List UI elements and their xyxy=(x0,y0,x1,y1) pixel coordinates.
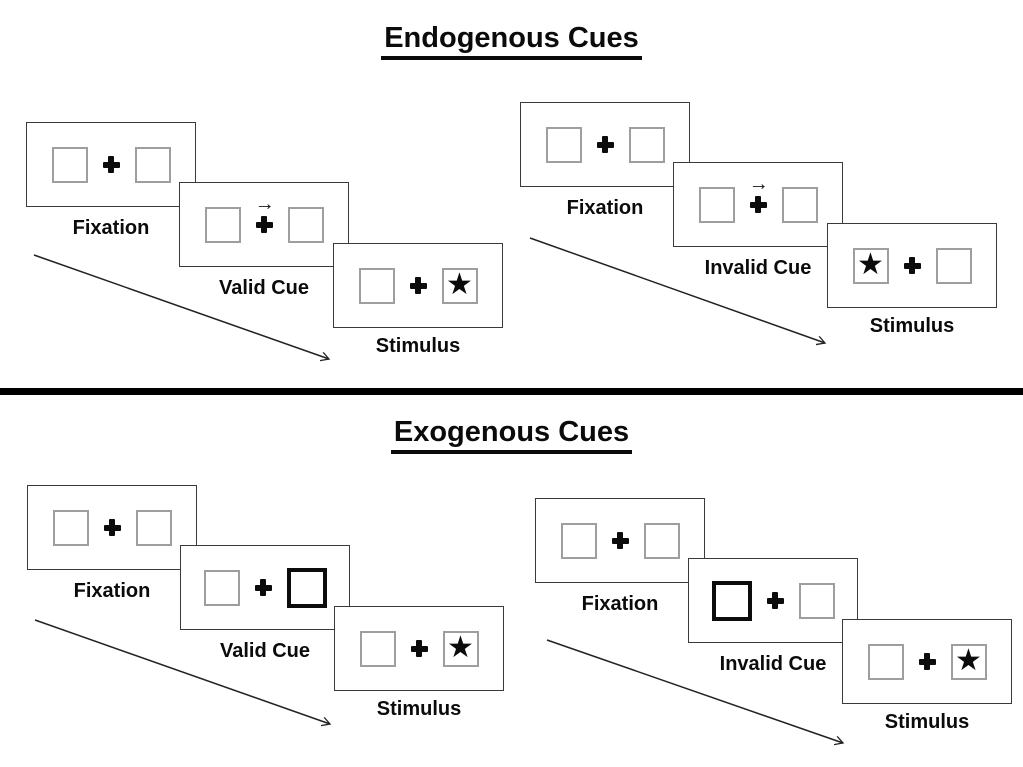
cue-arrow-right-icon: → xyxy=(748,173,769,195)
stimulus-panel: ★ xyxy=(333,243,503,328)
fixation-panel xyxy=(27,485,197,570)
right-placeholder-box xyxy=(798,582,835,619)
right-placeholder-box xyxy=(643,522,680,559)
section-title-exogenous: Exogenous Cues xyxy=(0,416,1023,454)
cue-arrow-right-icon: → xyxy=(254,193,275,215)
panel-label-invalid-cue: Invalid Cue xyxy=(704,257,812,279)
stimulus-panel: ★ xyxy=(842,619,1012,704)
timeline-arrow-icon xyxy=(529,237,860,357)
fixation-cross-icon xyxy=(903,257,921,274)
plus-icon xyxy=(255,216,273,233)
stimulus-panel: ★ xyxy=(334,606,504,691)
plus-icon xyxy=(102,156,120,173)
sequence-endogenous-invalid: Fixation → Invalid Cue ★ Stimulus xyxy=(520,102,1010,360)
panel-label-fixation: Fixation xyxy=(72,217,150,239)
right-target-box: ★ xyxy=(950,643,987,680)
left-target-box: ★ xyxy=(852,247,889,284)
left-cue-box-highlighted xyxy=(711,580,752,621)
panel-label-valid-cue: Valid Cue xyxy=(219,640,311,662)
section-title-exogenous-text: Exogenous Cues xyxy=(390,416,633,454)
sequence-exogenous-invalid: Fixation Invalid Cue ★ Stimulus xyxy=(535,498,1023,756)
left-placeholder-box xyxy=(359,630,396,667)
plus-icon xyxy=(903,257,921,274)
fixation-cross-icon xyxy=(410,640,428,657)
plus-icon xyxy=(918,653,936,670)
fixation-cross-icon xyxy=(596,136,614,153)
plus-icon xyxy=(409,277,427,294)
fixation-cross-icon: → xyxy=(749,174,769,213)
panel-label-stimulus: Stimulus xyxy=(884,711,970,733)
section-divider xyxy=(0,388,1023,395)
section-title-endogenous-text: Endogenous Cues xyxy=(381,22,642,60)
right-cue-box-highlighted xyxy=(286,567,327,608)
panel-label-invalid-cue: Invalid Cue xyxy=(719,653,827,675)
fixation-panel xyxy=(26,122,196,207)
timeline-arrow-icon xyxy=(34,619,367,740)
panel-label-valid-cue: Valid Cue xyxy=(218,277,310,299)
plus-icon xyxy=(749,196,767,213)
panel-label-fixation: Fixation xyxy=(73,580,151,602)
left-placeholder-box xyxy=(545,126,582,163)
sequence-endogenous-valid: Fixation → Valid Cue ★ Stimulus xyxy=(26,122,516,380)
left-placeholder-box xyxy=(51,146,88,183)
right-placeholder-box xyxy=(781,186,818,223)
section-title-endogenous: Endogenous Cues xyxy=(0,22,1023,60)
fixation-cross-icon xyxy=(918,653,936,670)
right-placeholder-box xyxy=(628,126,665,163)
plus-icon xyxy=(766,592,784,609)
plus-icon xyxy=(410,640,428,657)
right-placeholder-box xyxy=(935,247,972,284)
plus-icon xyxy=(103,519,121,536)
invalid-cue-panel: → xyxy=(673,162,843,247)
panel-label-fixation: Fixation xyxy=(566,197,644,219)
left-placeholder-box xyxy=(52,509,89,546)
stimulus-panel: ★ xyxy=(827,223,997,308)
right-placeholder-box xyxy=(287,206,324,243)
star-target-icon: ★ xyxy=(447,630,474,664)
fixation-panel xyxy=(520,102,690,187)
right-target-box: ★ xyxy=(442,630,479,667)
fixation-cross-icon xyxy=(102,156,120,173)
right-target-box: ★ xyxy=(441,267,478,304)
left-placeholder-box xyxy=(698,186,735,223)
star-target-icon: ★ xyxy=(955,643,982,677)
left-placeholder-box xyxy=(358,267,395,304)
left-placeholder-box xyxy=(867,643,904,680)
plus-icon xyxy=(596,136,614,153)
panel-label-stimulus: Stimulus xyxy=(375,335,461,357)
panel-label-stimulus: Stimulus xyxy=(376,698,462,720)
fixation-cross-icon xyxy=(766,592,784,609)
right-placeholder-box xyxy=(134,146,171,183)
timeline-arrow-icon xyxy=(546,639,875,753)
sequence-exogenous-valid: Fixation Valid Cue ★ Stimulus xyxy=(27,485,517,743)
fixation-cross-icon xyxy=(409,277,427,294)
left-placeholder-box xyxy=(560,522,597,559)
left-placeholder-box xyxy=(203,569,240,606)
right-placeholder-box xyxy=(135,509,172,546)
star-target-icon: ★ xyxy=(857,247,884,281)
panel-label-fixation: Fixation xyxy=(581,593,659,615)
valid-cue-panel: → xyxy=(179,182,349,267)
fixation-panel xyxy=(535,498,705,583)
fixation-cross-icon xyxy=(611,532,629,549)
left-placeholder-box xyxy=(204,206,241,243)
star-target-icon: ★ xyxy=(446,267,473,301)
plus-icon xyxy=(611,532,629,549)
fixation-cross-icon xyxy=(103,519,121,536)
fixation-cross-icon: → xyxy=(255,194,275,233)
valid-cue-panel xyxy=(180,545,350,630)
invalid-cue-panel xyxy=(688,558,858,643)
fixation-cross-icon xyxy=(254,579,272,596)
plus-icon xyxy=(254,579,272,596)
timeline-arrow-icon xyxy=(33,254,366,377)
panel-label-stimulus: Stimulus xyxy=(869,315,955,337)
